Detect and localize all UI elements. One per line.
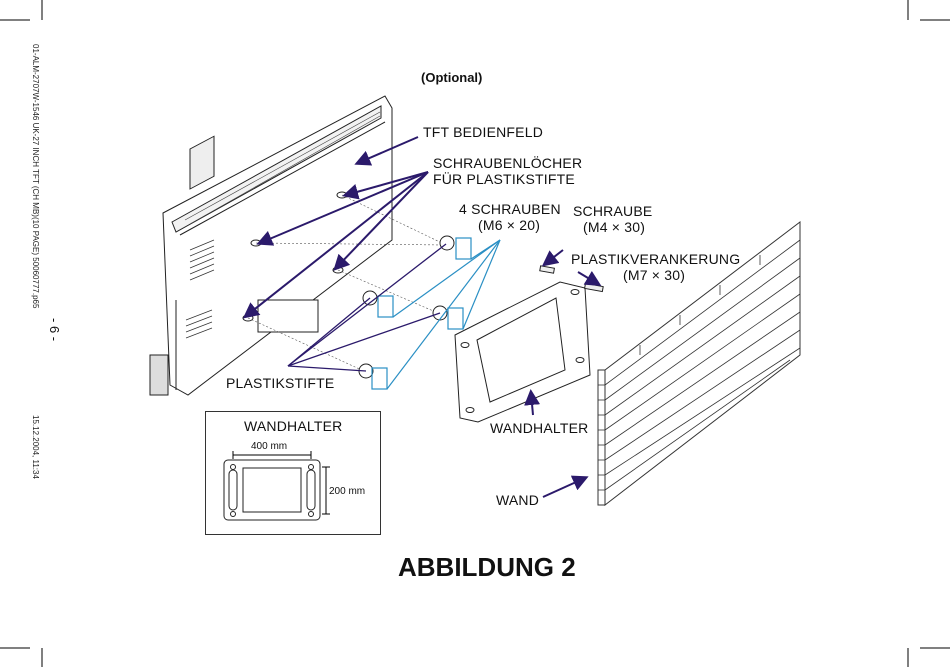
- inset-height-dimension: 200 mm: [329, 486, 366, 497]
- pin-arrows: [287, 243, 447, 372]
- optional-heading: (Optional): [421, 70, 483, 85]
- inset-box: [205, 411, 381, 535]
- label-bracket: WANDHALTER: [490, 420, 589, 436]
- monitor-back: [149, 95, 393, 396]
- label-screws-4-size: (M6 × 20): [478, 217, 541, 233]
- label-tft-panel: TFT BEDIENFELD: [423, 124, 544, 140]
- label-screws-4: 4 SCHRAUBEN: [459, 201, 561, 217]
- wall-bracket-drawing: [454, 281, 591, 423]
- label-screw-holes-1: SCHRAUBENLÖCHER: [433, 155, 583, 171]
- label-screw: SCHRAUBE: [573, 203, 653, 219]
- inset-dimension-lines: [232, 451, 330, 515]
- callout-arrows: [242, 136, 602, 498]
- label-screw-size: (M4 × 30): [583, 219, 646, 235]
- inset-width-dimension: 400 mm: [251, 441, 288, 452]
- label-wall: WAND: [496, 492, 540, 508]
- inset-bracket-drawing: [223, 459, 321, 521]
- label-pins: PLASTIKSTIFTE: [226, 375, 335, 391]
- figure-title: ABBILDUNG 2: [398, 552, 576, 582]
- plastic-pins: [358, 235, 455, 379]
- brick-wall: [597, 220, 801, 507]
- screw-callouts: [371, 237, 501, 390]
- label-anchor-size: (M7 × 30): [623, 267, 686, 283]
- label-screw-holes-2: FÜR PLASTIKSTIFTE: [433, 171, 575, 187]
- label-anchor: PLASTIKVERANKERUNG: [571, 251, 741, 267]
- inset-title: WANDHALTER: [244, 418, 343, 434]
